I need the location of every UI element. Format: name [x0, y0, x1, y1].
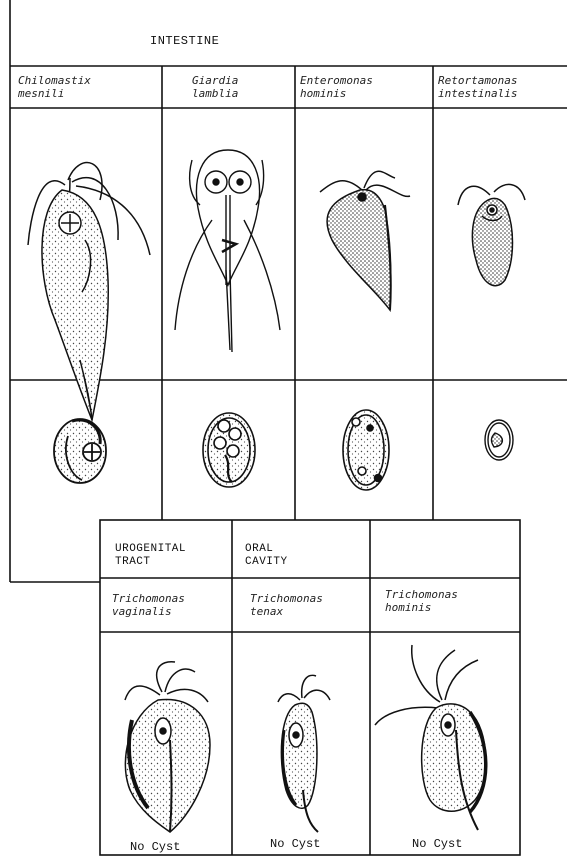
species-label-enteromonas: Enteromonas hominis	[300, 74, 373, 100]
retortamonas-cyst	[485, 420, 513, 460]
enteromonas-cyst	[343, 410, 389, 490]
no-cyst-note-tenax: No Cyst	[270, 837, 320, 851]
giardia-cyst	[203, 413, 255, 487]
intestine-header: INTESTINE	[150, 34, 219, 48]
giardia-trophozoite	[175, 150, 280, 352]
retortamonas-trophozoite	[458, 184, 525, 285]
chilomastix-trophozoite	[28, 163, 150, 420]
oral-cavity-header: ORAL CAVITY	[245, 543, 288, 569]
species-label-giardia: Giardia lamblia	[192, 74, 238, 100]
enteromonas-trophozoite	[320, 171, 410, 310]
trichomonas-tenax-drawing	[278, 675, 330, 832]
species-label-chilomastix: Chilomastix mesnili	[18, 74, 91, 100]
species-label-trichomonas-hominis: Trichomonas hominis	[385, 588, 458, 614]
no-cyst-note-hominis: No Cyst	[412, 837, 462, 851]
no-cyst-note-vaginalis: No Cyst	[130, 840, 180, 854]
trichomonas-hominis-drawing	[375, 645, 486, 830]
species-label-retortamonas: Retortamonas intestinalis	[438, 74, 567, 100]
species-label-trichomonas-tenax: Trichomonas tenax	[250, 592, 323, 618]
species-label-trichomonas-vaginalis: Trichomonas vaginalis	[112, 592, 185, 618]
trichomonas-vaginalis-drawing	[125, 662, 210, 832]
urogenital-tract-header: UROGENITAL TRACT	[115, 543, 186, 569]
chilomastix-cyst	[54, 419, 106, 483]
